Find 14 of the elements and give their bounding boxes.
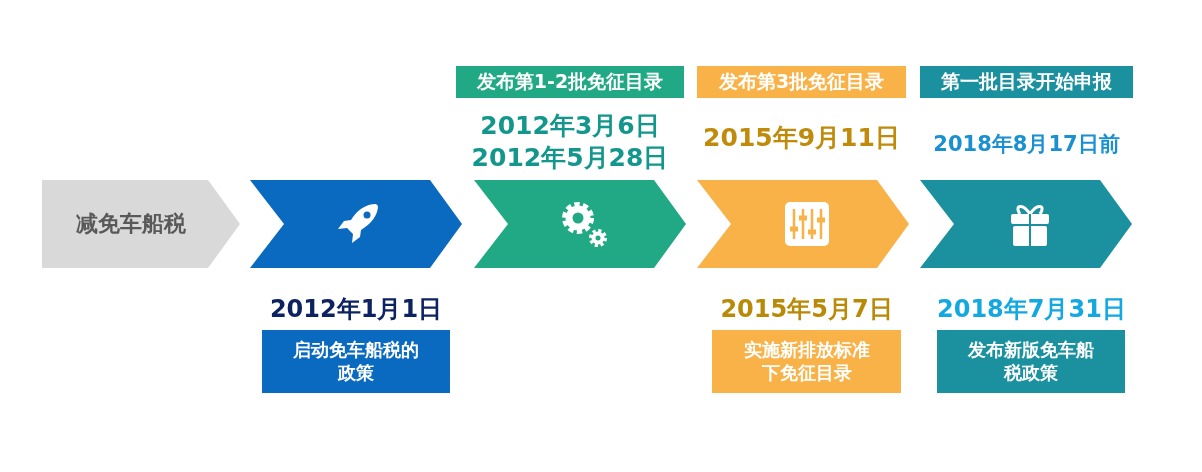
caption-box: 启动免车船税的政策 — [262, 330, 450, 393]
caption-box: 发布第3批免征目录 — [697, 66, 906, 98]
caption-box: 实施新排放标准下免征目录 — [712, 330, 901, 393]
chevron-label: 减免车船税 — [75, 210, 187, 238]
caption-box: 发布新版免车船税政策 — [937, 330, 1125, 393]
date-label: 2015年9月11日 — [702, 122, 901, 154]
caption-box: 第一批目录开始申报 — [920, 66, 1133, 98]
date-label: 2012年5月28日 — [470, 142, 670, 174]
date-label: 2012年1月1日 — [268, 294, 444, 325]
date-label: 2018年8月17日前 — [932, 131, 1121, 158]
date-label: 2018年7月31日 — [937, 294, 1125, 325]
date-label: 2012年3月6日 — [479, 110, 661, 142]
date-label: 2015年5月7日 — [719, 294, 894, 325]
caption-box: 发布第1-2批免征目录 — [456, 66, 684, 98]
